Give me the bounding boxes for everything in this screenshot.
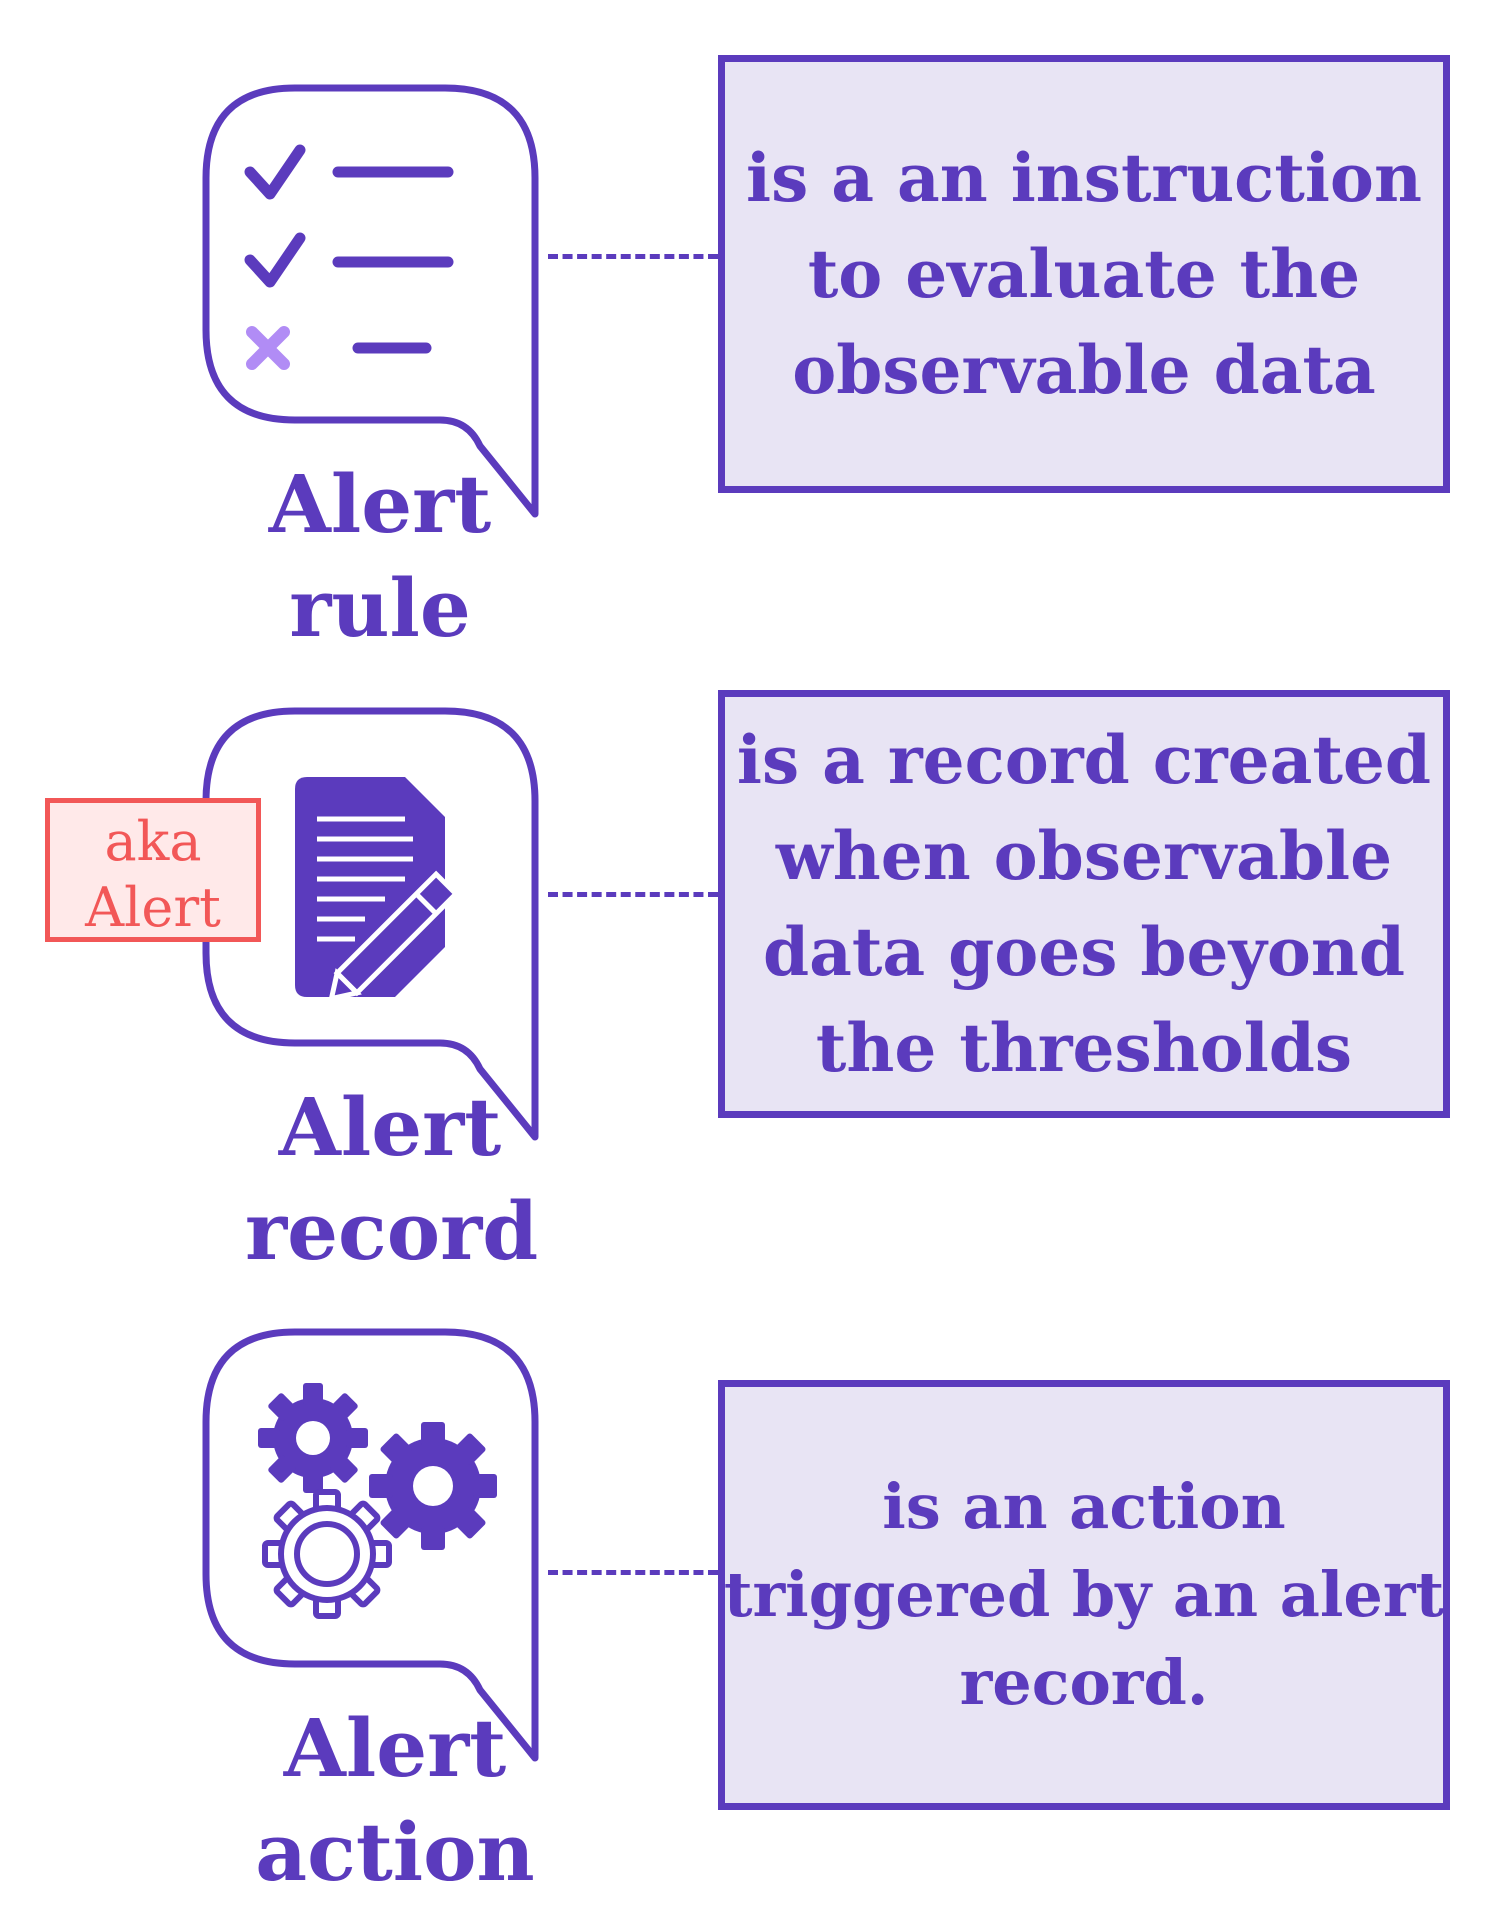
checklist-icon (244, 144, 454, 370)
alert-record-description-line-1: is a record created (736, 721, 1432, 799)
alert-action-label: Alert action (255, 1696, 535, 1904)
alert-record-label-line-2: record (245, 1184, 539, 1278)
alert-action-description-box: is an action triggered by an alert recor… (718, 1380, 1450, 1810)
alert-rule-label: Alert rule (250, 452, 510, 660)
alert-rule-description-line-3: observable data (792, 331, 1376, 409)
alert-rule-description: is a an instruction to evaluate the obse… (746, 130, 1422, 418)
aka-tag-line-1: aka (104, 810, 202, 873)
alert-record-description-line-4: the thresholds (815, 1009, 1353, 1087)
alert-action-description-line-2: triggered by an alert (723, 1558, 1445, 1631)
alert-record-description: is a record created when observable data… (737, 712, 1431, 1096)
alert-rule-description-line-1: is a an instruction (746, 139, 1422, 217)
alert-record-description-box: is a record created when observable data… (718, 690, 1450, 1118)
speech-bubble-outline (202, 84, 539, 518)
alert-rule-bubble (200, 82, 540, 532)
aka-alert-tag: aka Alert (45, 798, 261, 942)
speech-bubble-outline (202, 1328, 539, 1762)
gears-icon (258, 1383, 497, 1619)
alert-record-description-line-2: when observable (775, 817, 1393, 895)
alert-record-connector (548, 892, 718, 897)
aka-tag-line-2: Alert (85, 876, 221, 939)
alert-record-description-line-3: data goes beyond (762, 913, 1406, 991)
alert-rule-connector (548, 254, 718, 259)
document-edit-icon (295, 777, 460, 997)
alert-action-description: is an action triggered by an alert recor… (724, 1463, 1444, 1727)
alert-action-bubble (200, 1326, 540, 1776)
alert-record-bubble (200, 705, 540, 1155)
alert-action-description-line-1: is an action (882, 1470, 1286, 1543)
alert-rule-label-line-1: Alert (268, 457, 492, 551)
alert-action-label-line-1: Alert (283, 1701, 507, 1795)
alert-record-label-line-1: Alert (278, 1080, 502, 1174)
alert-action-label-line-2: action (255, 1805, 535, 1899)
speech-bubble-outline (202, 707, 539, 1141)
alert-rule-description-box: is a an instruction to evaluate the obse… (718, 55, 1450, 493)
alert-action-connector (548, 1570, 718, 1575)
alert-record-label: Alert record (245, 1075, 539, 1283)
alert-rule-label-line-2: rule (289, 561, 471, 655)
alert-rule-description-line-2: to evaluate the (807, 235, 1361, 313)
alert-action-description-line-3: record. (959, 1646, 1209, 1719)
